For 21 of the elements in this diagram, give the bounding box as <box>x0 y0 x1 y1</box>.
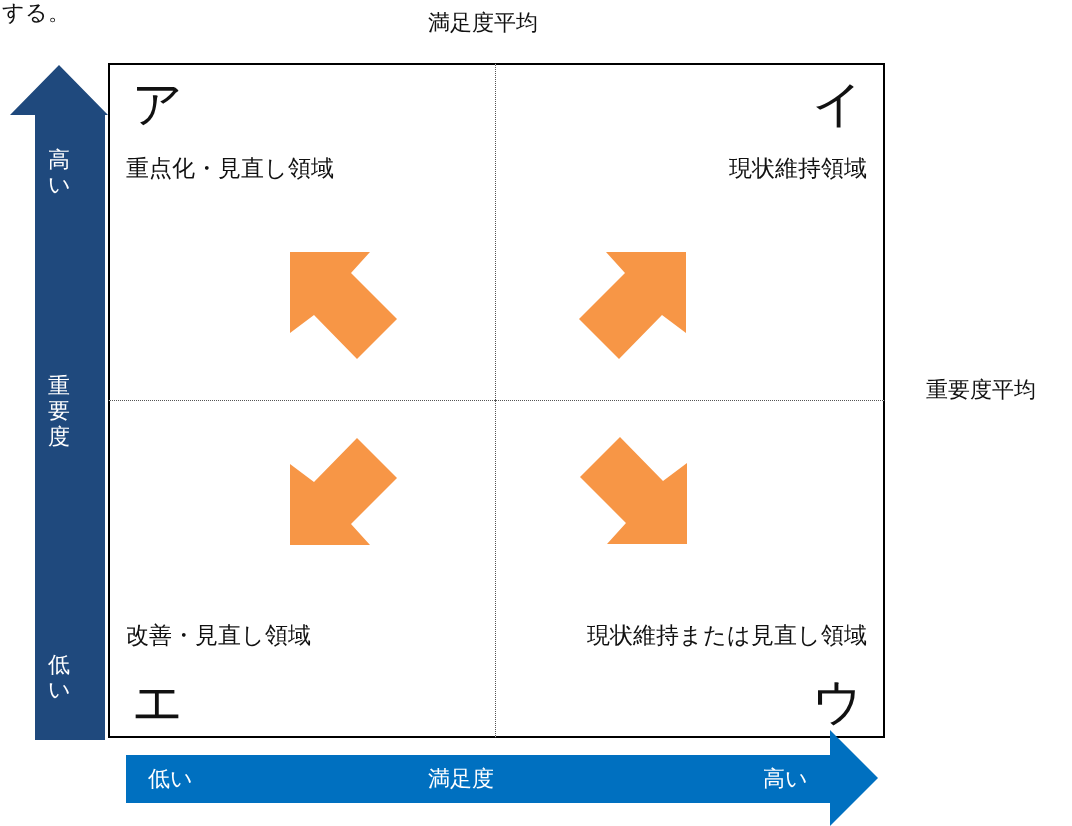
text-label: 重要度平均 <box>926 379 1036 401</box>
quadrant-cell <box>108 400 495 738</box>
area-label: 現状維持または見直し領域 <box>587 624 867 647</box>
quadrant-cell <box>108 63 495 400</box>
area-label: 重点化・見直し領域 <box>126 157 334 180</box>
axis-label: 低い <box>148 768 193 790</box>
text-label: する。 <box>2 2 70 24</box>
axis-label: 高い <box>763 768 808 790</box>
axis-label: 満足度 <box>428 768 494 790</box>
quadrant-letter: イ <box>812 79 863 129</box>
axis-label: 高い <box>47 147 71 198</box>
axis-label: 低い <box>47 652 71 703</box>
quadrant-letter: ウ <box>812 677 863 727</box>
text-label: 満足度平均 <box>428 12 538 34</box>
axis-label: 重要度 <box>47 373 71 449</box>
quadrant-letter: エ <box>132 677 183 727</box>
quadrant-cell <box>495 63 885 400</box>
area-label: 改善・見直し領域 <box>126 624 311 647</box>
area-label: 現状維持領域 <box>729 157 867 180</box>
quadrant-letter: ア <box>132 79 183 129</box>
quadrant-cell <box>495 400 885 738</box>
